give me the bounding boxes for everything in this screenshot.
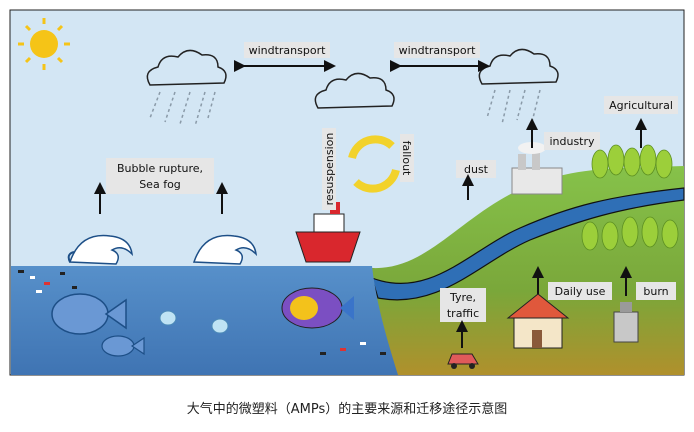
factory-icon <box>511 142 563 195</box>
bubble-label-line1: Bubble rupture, <box>117 162 203 175</box>
industry-label: industry <box>549 135 595 148</box>
cloud-icon <box>146 49 227 86</box>
wind-label-right: windtransport <box>399 44 477 57</box>
agricultural-label: Agricultural <box>609 99 673 112</box>
forest-icon <box>581 144 679 251</box>
river <box>371 187 685 301</box>
fish-icon <box>101 335 145 357</box>
wind-label-left: windtransport <box>249 44 327 57</box>
land-area <box>372 166 684 375</box>
bubble-arrow <box>94 182 228 214</box>
rain-drops <box>149 89 541 127</box>
daily-use-label: Daily use <box>555 285 606 298</box>
tropical-fish-icon <box>281 287 354 329</box>
burn-label: burn <box>643 285 668 298</box>
cycle-icon <box>348 135 400 193</box>
figure-caption: 大气中的微塑料（AMPs）的主要来源和迁移途径示意图 <box>186 402 508 417</box>
house-icon <box>506 293 570 349</box>
fish-icon <box>51 293 127 335</box>
car-icon <box>447 353 479 369</box>
wave-icon <box>67 234 134 265</box>
dust-label: dust <box>464 163 489 176</box>
cloud-icon <box>314 72 395 109</box>
jellyfish-icon <box>159 310 229 334</box>
plastic-debris <box>18 270 386 355</box>
fallout-label: fallout <box>400 141 413 176</box>
tyre-label-line1: Tyre, <box>449 291 476 304</box>
bubble-label-line2: Sea fog <box>139 178 181 191</box>
tyre-label-line2: traffic <box>447 307 479 320</box>
wave-icon <box>192 234 258 265</box>
incinerator-icon <box>613 302 639 343</box>
ship-icon <box>295 202 361 263</box>
sun-icon <box>18 18 70 70</box>
resuspension-label: resuspension <box>323 133 336 206</box>
